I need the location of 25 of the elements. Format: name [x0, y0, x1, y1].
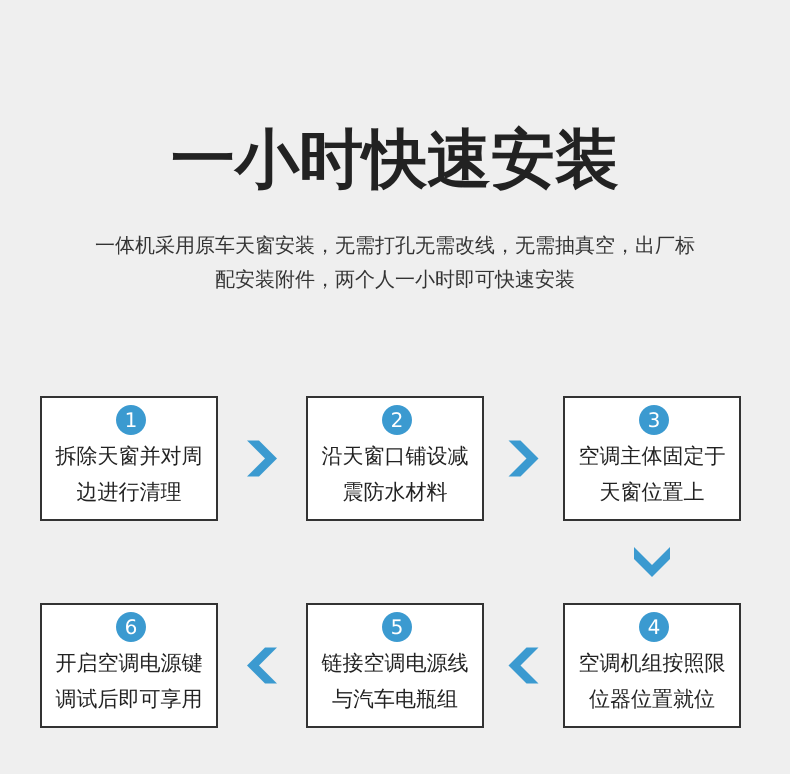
- step-box: [563, 396, 741, 521]
- step-box: [40, 603, 218, 728]
- chevron-arrow: [247, 648, 277, 684]
- step-text: 沿天窗口铺设减震防水材料: [321, 443, 469, 506]
- step-text: 链接空调电源线与汽车电瓶组: [321, 650, 469, 713]
- step-text: 空调机组按照限位器位置就位: [578, 650, 726, 713]
- step-number-circle: 4: [639, 612, 669, 642]
- chevron-arrow: [508, 440, 538, 476]
- chevron-arrow: [508, 648, 538, 684]
- chevron-arrow: [247, 440, 277, 476]
- step-number-circle: 1: [116, 405, 146, 435]
- step-text: 拆除天窗并对周边进行清理: [55, 443, 203, 506]
- step-box: [306, 603, 484, 728]
- step-number-circle: 5: [382, 612, 412, 642]
- step-text: 空调主体固定于天窗位置上: [578, 443, 726, 506]
- title: 一小时快速安装: [170, 122, 620, 199]
- step-number-circle: 2: [382, 405, 412, 435]
- chevron-arrow: [634, 547, 670, 577]
- step-number-circle: 3: [639, 405, 669, 435]
- step-box: [40, 396, 218, 521]
- subtitle: 一体机采用原车天窗安装，无需打孔无需改线，无需抽真空，出厂标配安装附件，两个人一小时即可快速安装: [95, 232, 695, 293]
- step-number-circle: 6: [116, 612, 146, 642]
- step-text: 开启空调电源键调试后即可享用: [55, 650, 203, 713]
- step-box: [306, 396, 484, 521]
- step-box: [563, 603, 741, 728]
